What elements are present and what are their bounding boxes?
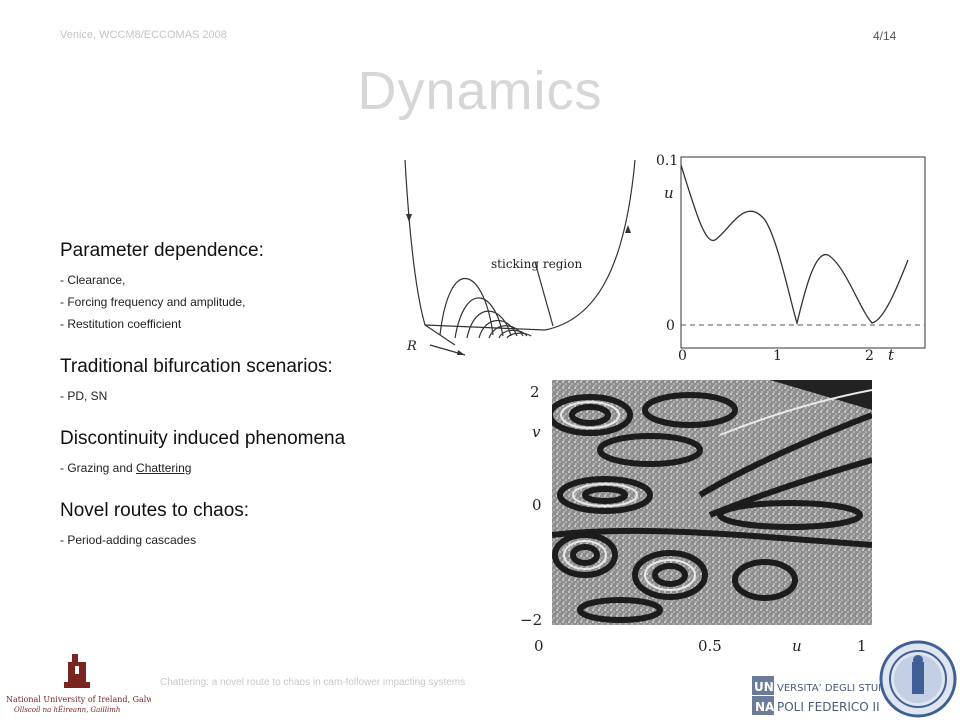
bullet-text: - Grazing and: [60, 461, 137, 475]
bullet-item: - Grazing and Chattering: [60, 457, 500, 479]
y-tick-zero: 0: [666, 318, 675, 334]
arrow-right-icon: [457, 350, 465, 355]
slide-content: Parameter dependence: - Clearance, - For…: [60, 238, 500, 570]
phase-space-figure: 2 v 0 −2 0 0.5 u 1: [520, 380, 872, 655]
section-parameter-dependence: Parameter dependence: - Clearance, - For…: [60, 238, 500, 335]
bullet-list: - PD, SN: [60, 385, 500, 407]
section-heading: Traditional bifurcation scenarios:: [60, 356, 333, 377]
x-axis-label: u: [792, 637, 802, 655]
time-series-chart: 0.1 0 u 0 1 2 t: [656, 153, 926, 364]
section-heading: Discontinuity induced phenomena: [60, 428, 346, 449]
page-number: 4/14: [873, 29, 897, 43]
sticking-region-figure: sticking region R: [404, 159, 636, 356]
r-axis-label: R: [406, 339, 417, 354]
bullet-item: - Restitution coefficient: [60, 317, 182, 331]
x-axis-label: t: [888, 346, 895, 364]
logo-mark-bottom-text: NA: [755, 700, 775, 714]
x-tick-0: 0: [678, 348, 687, 364]
logo-line1: National University of Ireland, Galway: [6, 695, 151, 704]
logo-right-bottom-text: POLI FEDERICO II: [777, 700, 880, 714]
arrow-up-icon: [625, 225, 631, 233]
slide-title: Dynamics: [357, 61, 603, 121]
y-tick-bottom: −2: [520, 611, 542, 629]
phase-texture: [552, 380, 872, 625]
cam-curve-left: [404, 159, 456, 346]
university-seal-icon: [879, 640, 957, 718]
logo-mark-top-text: UNI: [754, 680, 778, 694]
bullet-item: - PD, SN: [60, 389, 108, 403]
x-tick-1: 1: [773, 348, 782, 364]
x-tick-0: 0: [534, 637, 544, 655]
bullet-list: - Grazing and Chattering: [60, 457, 500, 479]
bullet-list: - Clearance, - Forcing frequency and amp…: [60, 269, 500, 335]
castle-icon: [64, 654, 90, 688]
section-discontinuity: Discontinuity induced phenomena - Grazin…: [60, 426, 500, 479]
logo-mark-bottom: [752, 696, 774, 715]
logo-right-top-text: VERSITA’ DEGLI STUDI DI: [777, 683, 880, 694]
plot-frame: [680, 156, 926, 349]
x-tick-half: 0.5: [698, 637, 722, 655]
x-tick-2: 2: [865, 348, 874, 364]
x-tick-1: 1: [857, 637, 867, 655]
footer-subtitle: Chattering: a novel route to chaos in ca…: [160, 677, 466, 688]
cam-curve-right: [544, 159, 636, 331]
bullet-item: - Forcing frequency and amplitude,: [60, 295, 246, 309]
arrow-down-icon: [406, 214, 412, 222]
y-axis-label: u: [664, 184, 674, 202]
chattering-link[interactable]: Chattering: [136, 461, 192, 475]
logo-mark-top: [752, 676, 774, 695]
y-tick-top: 0.1: [656, 153, 678, 169]
y-axis-label: v: [532, 423, 541, 441]
section-bifurcation: Traditional bifurcation scenarios: - PD,…: [60, 354, 500, 407]
bullet-item: - Period-adding cascades: [60, 533, 197, 547]
section-heading: Parameter dependence:: [60, 240, 264, 261]
header-venue: Venice, WCCM8/ECCOMAS 2008: [60, 29, 227, 41]
displacement-curve: [680, 164, 909, 326]
logo-line2: Ollscoil na hÉireann, Gaillimh: [14, 705, 120, 714]
unina-logo: UNI NA VERSITA’ DEGLI STUDI DI POLI FEDE…: [752, 676, 880, 715]
bullet-list: - Period-adding cascades: [60, 529, 500, 551]
section-heading: Novel routes to chaos:: [60, 500, 250, 521]
bullet-item: - Clearance,: [60, 273, 126, 287]
sticking-region-label: sticking region: [491, 257, 582, 271]
y-tick-top: 2: [530, 383, 540, 401]
y-tick-zero: 0: [532, 496, 542, 514]
nui-galway-logo: National University of Ireland, Galway O…: [6, 654, 151, 714]
section-chaos-routes: Novel routes to chaos: - Period-adding c…: [60, 498, 500, 551]
